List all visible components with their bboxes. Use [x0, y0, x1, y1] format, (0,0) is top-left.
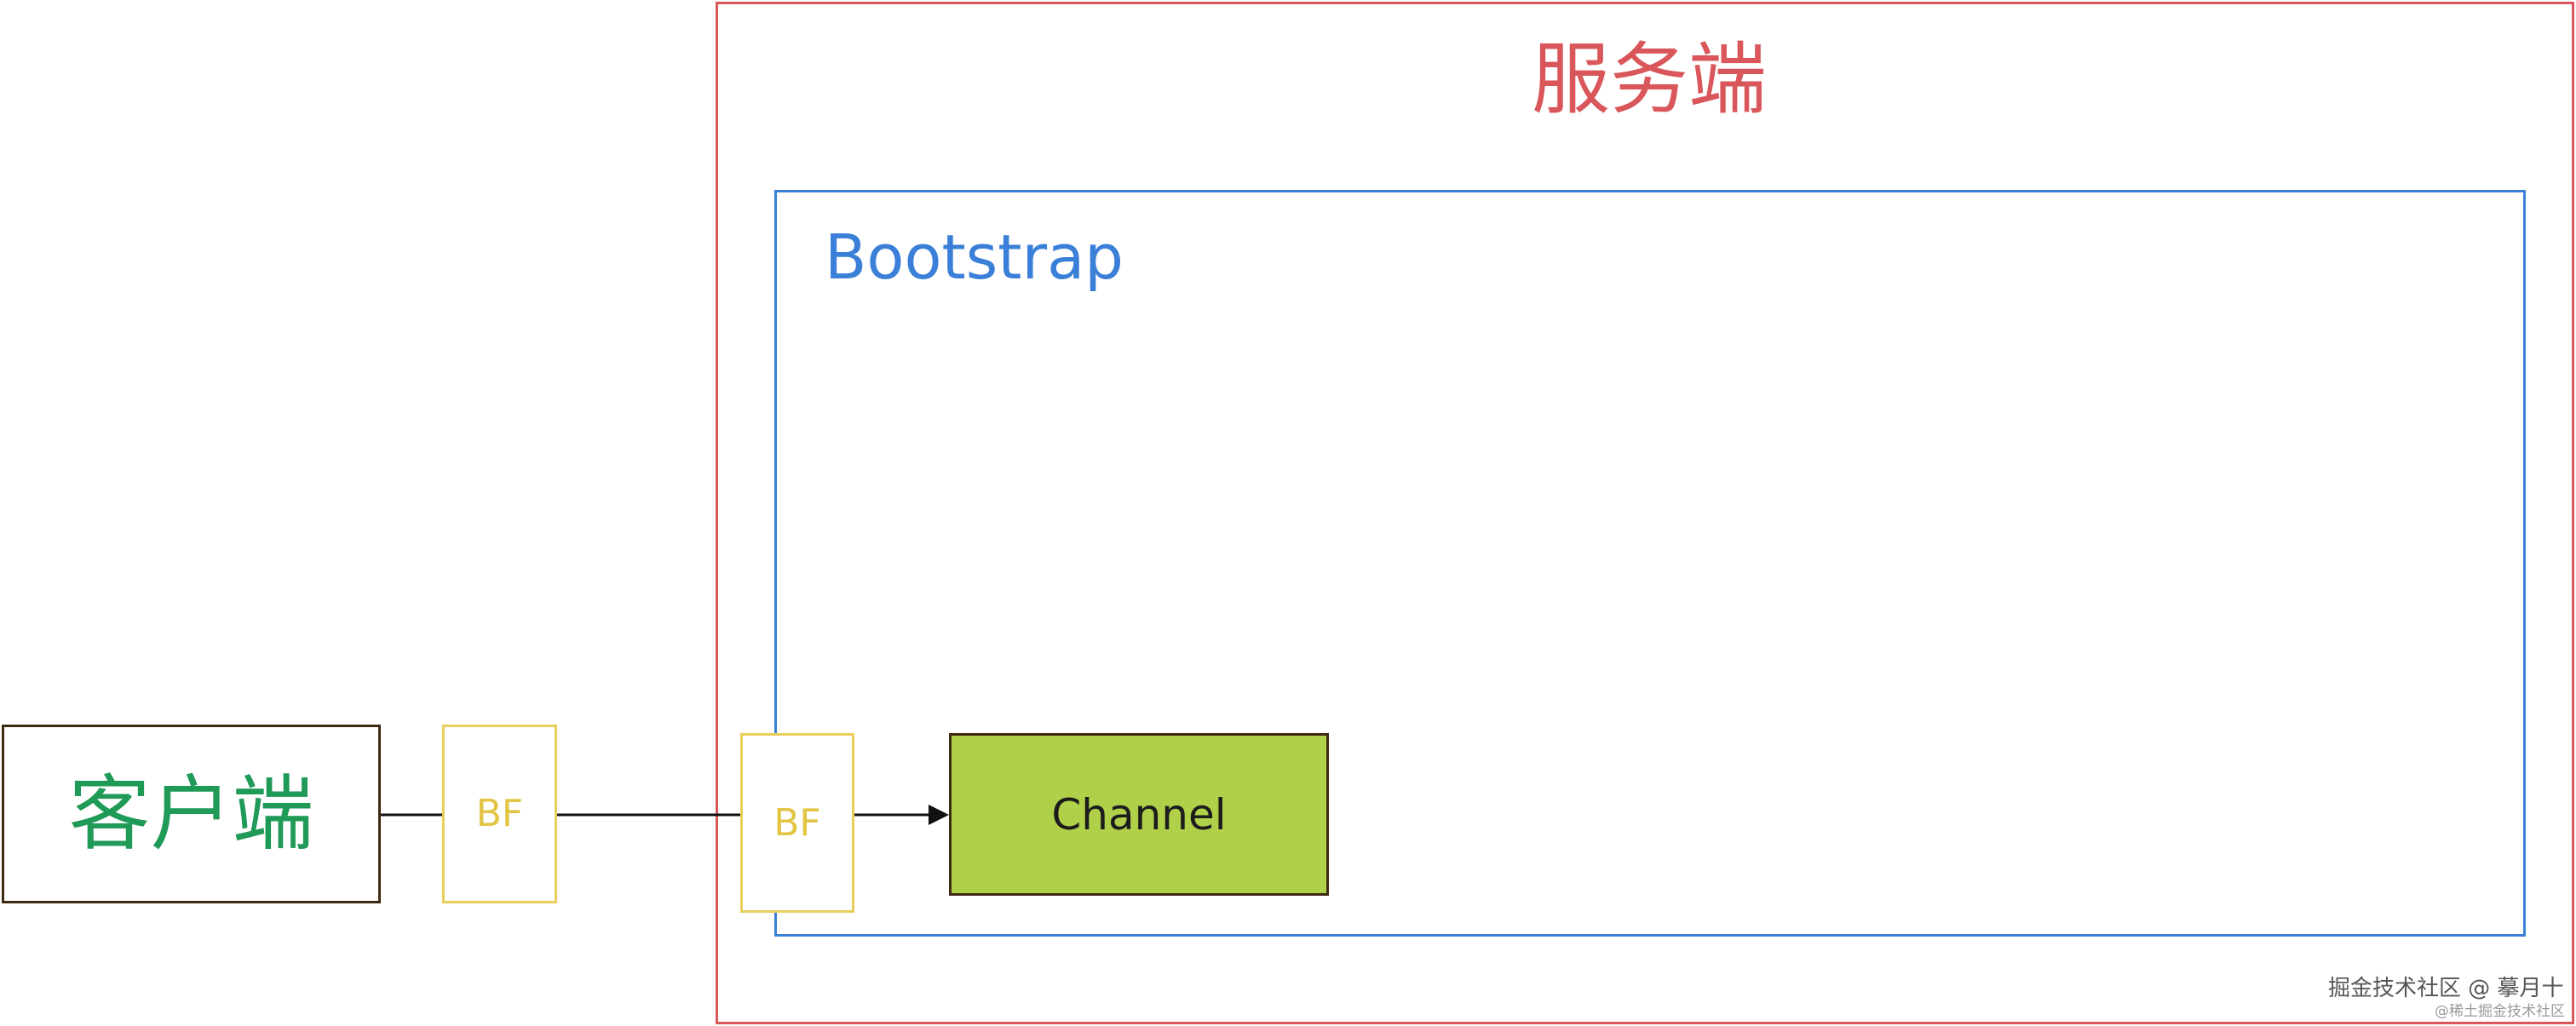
channel-node: Channel [949, 733, 1329, 896]
watermark-subtext: @稀土掘金技术社区 [2435, 1003, 2565, 1020]
bf-node-server-side: BF [740, 733, 854, 913]
watermark-text: 掘金技术社区 @ 摹月十 [2328, 976, 2564, 1001]
bf-label: BF [475, 792, 524, 835]
server-container [716, 2, 2574, 1024]
bootstrap-container [774, 190, 2526, 937]
server-title: 服务端 [1532, 34, 1768, 125]
bf-label: BF [773, 800, 821, 845]
client-label: 客户端 [68, 766, 314, 862]
bf-node-client-side: BF [442, 725, 557, 903]
bootstrap-title: Bootstrap [825, 221, 1124, 293]
channel-label: Channel [1051, 789, 1227, 840]
client-node: 客户端 [2, 725, 381, 903]
